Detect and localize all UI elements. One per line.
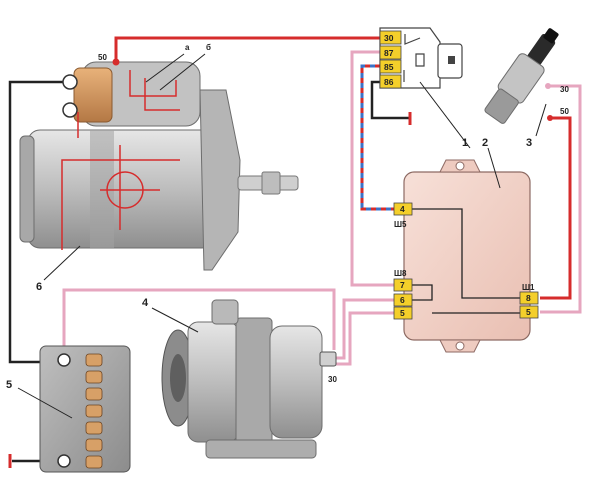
starter-drive-housing [199, 89, 241, 271]
wire-black-relay-86 [370, 80, 410, 120]
alternator-terminal-30-label: 30 [328, 375, 337, 384]
wire-blue-relay-85 [360, 64, 394, 211]
connector-sh5-label: Ш5 [394, 220, 407, 229]
ignition-switch: 30 50 [484, 28, 569, 124]
ignition-key [527, 33, 556, 66]
wire-pink-alternator-30 [334, 298, 394, 360]
callout-starter: 6 [36, 281, 42, 293]
wire-red-ignition-50 [540, 116, 572, 300]
alternator-mount-top [211, 299, 239, 325]
callout-controller: 2 [482, 137, 488, 149]
svg-text:85: 85 [384, 62, 394, 72]
alternator-stator [235, 317, 273, 447]
fuse-box-body [39, 345, 131, 473]
sh5-pin-4[interactable]: 4 [393, 202, 413, 216]
ignition-terminal-50[interactable] [547, 115, 553, 121]
starter-terminal-top[interactable] [62, 74, 78, 90]
ignition-terminal-30-label: 30 [560, 85, 569, 94]
fuse-box-terminal-bottom[interactable] [57, 454, 71, 468]
sh1-pin-5[interactable]: 5 [519, 305, 539, 319]
svg-text:8: 8 [526, 293, 531, 303]
callout-relay: 1 [462, 137, 468, 149]
starter-terminal-50-label: 50 [98, 53, 107, 62]
controller-internal-wiring [412, 208, 520, 314]
starter-terminal-bottom[interactable] [62, 102, 78, 118]
connector-sh8-label: Ш8 [394, 269, 407, 278]
controller: Ш5 4 Ш8 7 6 5 Ш1 8 5 [393, 159, 539, 353]
relay: 30 87 85 86 [379, 27, 463, 89]
fuse-box-terminal-top[interactable] [57, 353, 71, 367]
fuse-slot[interactable] [85, 438, 103, 452]
svg-text:87: 87 [384, 48, 394, 58]
svg-text:30: 30 [384, 33, 394, 43]
relay-pin-87[interactable]: 87 [379, 45, 402, 60]
ignition-terminal-30[interactable] [545, 83, 551, 89]
alternator-rear-housing [269, 325, 323, 439]
fuse-slot[interactable] [85, 370, 103, 384]
wire-pink-relay-87 [350, 50, 394, 287]
relay-pin-30[interactable]: 30 [379, 30, 402, 45]
callout-alternator: 4 [142, 297, 149, 309]
fuse-slot[interactable] [85, 387, 103, 401]
alternator: 30 [161, 299, 337, 459]
controller-body [403, 171, 531, 341]
relay-pin-85[interactable]: 85 [379, 59, 402, 74]
svg-text:4: 4 [400, 204, 405, 214]
relay-coil-symbol [403, 34, 425, 82]
svg-text:5: 5 [400, 308, 405, 318]
relay-pin-86[interactable]: 86 [379, 74, 402, 89]
sh8-pin-5[interactable]: 5 [393, 306, 413, 320]
svg-text:7: 7 [400, 280, 405, 290]
starter-label-b: б [206, 43, 211, 52]
sh8-pin-6[interactable]: 6 [393, 293, 413, 307]
ignition-terminal-50-label: 50 [560, 107, 569, 116]
solenoid-cap [73, 67, 113, 123]
sh8-pin-7[interactable]: 7 [393, 278, 413, 292]
starter: 50 а б [19, 43, 299, 271]
starter-label-a: а [185, 43, 190, 52]
svg-text:5: 5 [526, 307, 531, 317]
wire-pink-alternator-loop [62, 288, 336, 352]
connector-sh1-label: Ш1 [522, 283, 535, 292]
callout-leaders [17, 81, 547, 419]
alternator-front-housing [187, 321, 239, 443]
fuse-row [85, 353, 103, 469]
alternator-terminal-stud[interactable] [319, 351, 337, 367]
wire-pink-ignition-30 [540, 84, 582, 314]
fuse-slot[interactable] [85, 455, 103, 469]
svg-text:6: 6 [400, 295, 405, 305]
callout-ignition-switch: 3 [526, 137, 532, 149]
wire-red-starter-relay [114, 36, 380, 62]
fuse-box [39, 345, 131, 473]
alternator-mount-bottom [205, 439, 317, 459]
sh1-pin-8[interactable]: 8 [519, 291, 539, 305]
callout-fuse-box: 5 [6, 379, 12, 391]
starter-internal-schematic [61, 70, 180, 250]
fuse-slot[interactable] [85, 404, 103, 418]
wire-battery-black [8, 80, 68, 364]
fuse-slot[interactable] [85, 421, 103, 435]
starter-terminal-50[interactable] [112, 58, 120, 66]
starter-motor-body [27, 129, 215, 249]
fuse-slot[interactable] [85, 353, 103, 367]
svg-text:86: 86 [384, 77, 394, 87]
